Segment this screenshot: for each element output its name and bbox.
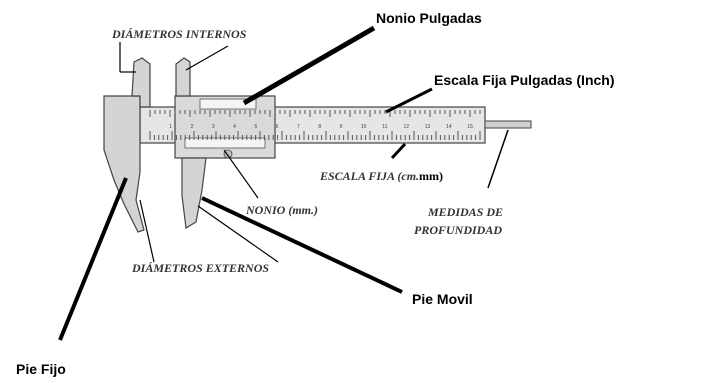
label-medidas-line1: MEDIDAS DE (427, 205, 503, 219)
scale-number: 10 (361, 124, 367, 130)
label-escala-fija-pulgadas: Escala Fija Pulgadas (Inch) (434, 72, 615, 88)
scale-number: 6 (276, 124, 279, 130)
scale-number: 2 (191, 124, 194, 130)
leader-nonio-pulgadas (242, 25, 376, 106)
scale-number: 9 (340, 124, 343, 130)
label-diametros-externos: DIÁMETROS EXTERNOS (131, 261, 269, 275)
leader-escala-pulgadas (385, 87, 433, 114)
label-escala-fija-cm-suffix: mm) (419, 169, 443, 183)
leader-escala-cm (390, 142, 407, 160)
leader-diam-int-right (185, 45, 229, 71)
inch-vernier-window (199, 98, 257, 110)
label-pie-fijo: Pie Fijo (16, 361, 66, 377)
depth-rod (484, 120, 532, 129)
scale-number: 4 (233, 124, 236, 130)
label-escala-fija-cm-prefix: ESCALA FIJA (cm. (319, 169, 419, 183)
leader-pie-fijo (58, 177, 128, 341)
scale-number: 12 (403, 124, 409, 130)
scale-number: 11 (382, 124, 387, 130)
scale-number: 8 (318, 124, 321, 130)
leader-diam-ext-left (139, 199, 155, 263)
scale-number: 5 (254, 124, 257, 130)
leader-pie-movil (201, 196, 403, 294)
fixed-jaw (103, 95, 145, 233)
scale-number: 3 (212, 124, 215, 130)
leader-lines (58, 25, 509, 341)
leader-diam-ext-right (197, 205, 279, 263)
scale-number: 7 (297, 124, 300, 130)
label-nonio-pulgadas: Nonio Pulgadas (376, 10, 482, 26)
scale-ticks (149, 110, 481, 140)
moving-outer-jaw (181, 157, 207, 229)
fixed-inner-jaw (131, 57, 151, 108)
label-escala-fija-cm: ESCALA FIJA (cm.mm) (319, 169, 443, 183)
label-medidas-line2: PROFUNDIDAD (414, 223, 502, 237)
scale-number: 1 (169, 124, 172, 130)
leader-medidas (487, 129, 509, 189)
scale-number: 13 (425, 124, 431, 130)
scale-number: 15 (467, 124, 473, 130)
moving-inner-jaw (175, 57, 191, 97)
scale-number: 14 (446, 124, 452, 130)
leader-nonio-mm (223, 149, 259, 199)
label-nonio-mm: NONIO (mm.) (245, 203, 318, 217)
label-diametros-internos: DIÁMETROS INTERNOS (111, 27, 247, 41)
label-pie-movil: Pie Movil (412, 291, 473, 307)
